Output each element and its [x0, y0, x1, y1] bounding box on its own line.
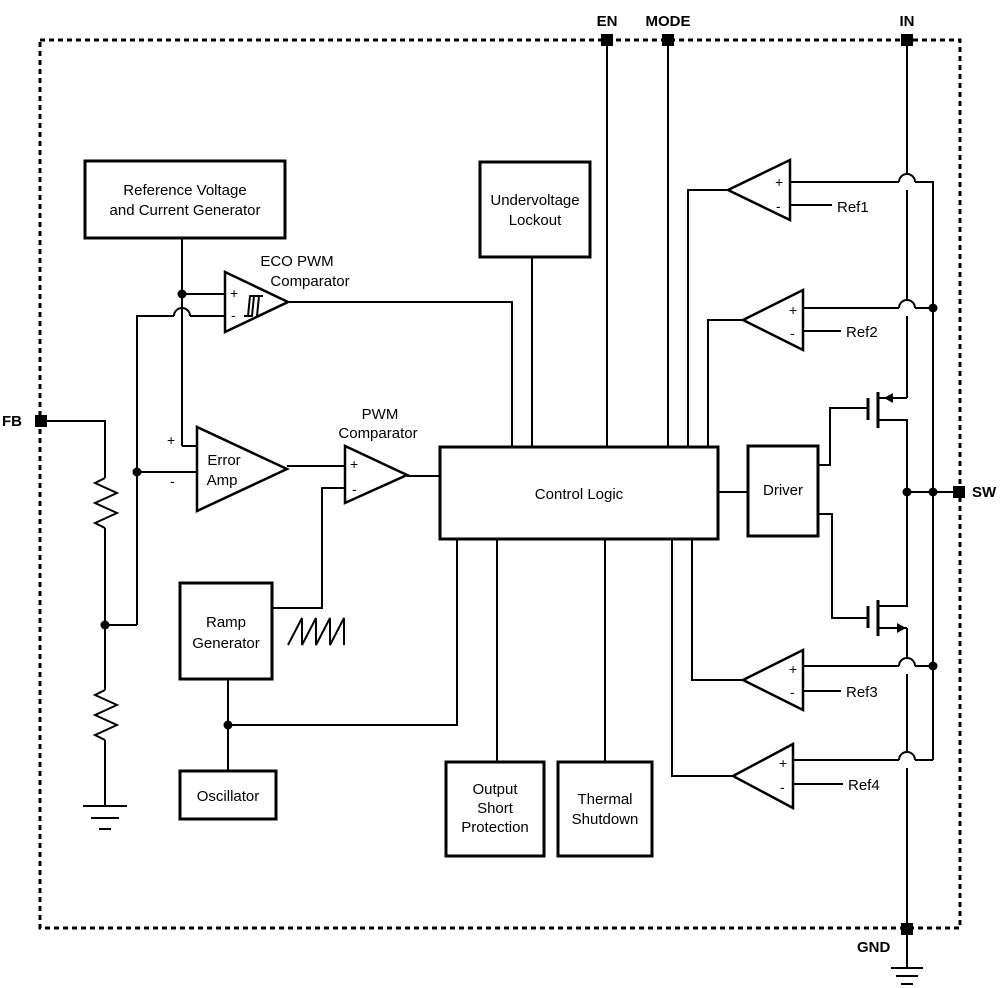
ref-gen-text-1: Reference Voltage	[123, 182, 246, 199]
eco-pwm-comparator: + -	[223, 270, 291, 334]
ref1-minus-sign: -	[776, 198, 781, 214]
ref3-label: Ref3	[846, 684, 878, 701]
tsd-text-1: Thermal	[577, 791, 632, 808]
error-amp: Error Amp	[195, 425, 290, 513]
ref3-comparator: + -	[740, 647, 805, 713]
ref4-plus-sign: +	[779, 755, 787, 771]
oscillator-text: Oscillator	[197, 788, 260, 805]
ref3-minus-sign: -	[790, 684, 795, 700]
ramp-text-1: Ramp	[206, 614, 246, 631]
ref4-minus-sign: -	[780, 779, 785, 795]
pwm-minus-sign: -	[352, 481, 357, 497]
eco-plus-sign: +	[230, 285, 238, 301]
eco-minus-sign: -	[231, 307, 236, 323]
pin-sw-label: SW	[972, 484, 997, 501]
eco-label-1: ECO PWM	[260, 253, 333, 270]
sawtooth-icon	[287, 617, 345, 646]
oscillator-block: Oscillator	[178, 769, 278, 821]
ref2-minus-sign: -	[790, 325, 795, 341]
ref-gen-text-2: and Current Generator	[110, 202, 261, 219]
uvlo-text-2: Lockout	[509, 212, 562, 229]
ref4-comparator: + -	[730, 741, 795, 811]
ref2-label: Ref2	[846, 324, 878, 341]
pin-gnd-label: GND	[857, 939, 891, 956]
driver-text: Driver	[763, 482, 803, 499]
junctions	[100, 289, 938, 730]
error-amp-plus-sign: +	[167, 432, 175, 448]
error-amp-text-2: Amp	[207, 472, 238, 489]
pin-fb-label: FB	[2, 413, 22, 430]
ref2-comparator: + -	[740, 287, 805, 353]
ref3-plus-sign: +	[789, 661, 797, 677]
wiring	[41, 40, 959, 985]
pin-in-label: IN	[900, 13, 915, 30]
ramp-text-2: Generator	[192, 635, 260, 652]
ref1-plus-sign: +	[775, 174, 783, 190]
uvlo-text-1: Undervoltage	[490, 192, 579, 209]
ramp-generator-block: Ramp Generator	[178, 581, 274, 681]
tsd-text-2: Shutdown	[572, 811, 639, 828]
pin-en-label: EN	[597, 13, 618, 30]
pin-mode-label: MODE	[646, 13, 691, 30]
control-logic-block: Control Logic	[438, 445, 720, 541]
thermal-shutdown-block: Thermal Shutdown	[556, 760, 654, 858]
osp-text-3: Protection	[461, 819, 529, 836]
driver-block: Driver	[746, 444, 820, 538]
ref2-plus-sign: +	[789, 302, 797, 318]
error-amp-text-1: Error	[207, 452, 240, 469]
chip-boundary	[38, 38, 962, 930]
osp-text-1: Output	[472, 781, 518, 798]
pwm-label-2: Comparator	[338, 425, 417, 442]
hysteresis-icon	[244, 295, 263, 317]
pwm-comparator: + -	[343, 444, 410, 505]
output-short-protection-block: Output Short Protection	[444, 760, 546, 858]
undervoltage-lockout-block: Undervoltage Lockout	[478, 160, 592, 259]
ref4-label: Ref4	[848, 777, 880, 794]
pwm-plus-sign: +	[350, 456, 358, 472]
control-logic-text: Control Logic	[535, 486, 624, 503]
ref1-label: Ref1	[837, 199, 869, 216]
reference-generator-block: Reference Voltage and Current Generator	[83, 159, 287, 240]
pwm-label-1: PWM	[362, 406, 399, 423]
error-amp-minus-sign: -	[170, 473, 175, 489]
osp-text-2: Short	[477, 800, 514, 817]
eco-label-2: Comparator	[270, 273, 349, 290]
ref1-comparator: + -	[725, 158, 792, 222]
